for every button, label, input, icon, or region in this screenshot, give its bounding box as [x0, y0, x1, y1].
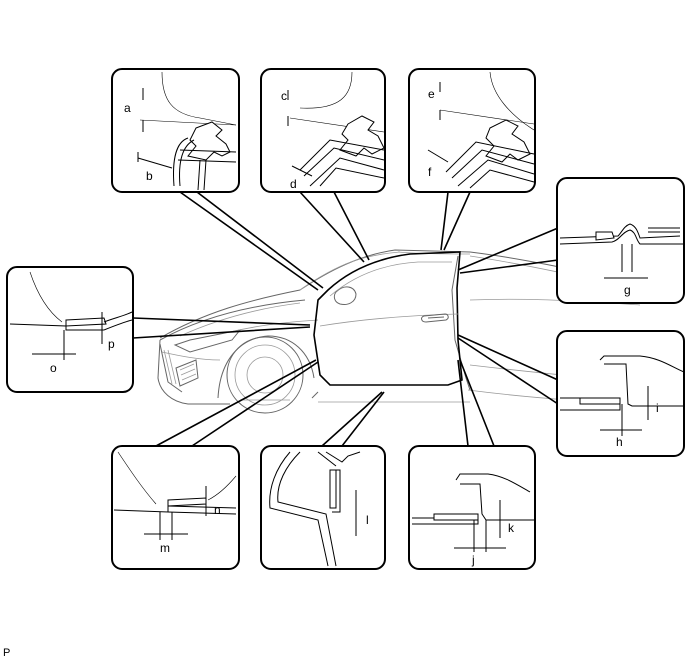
detail-panel-a-b: a b: [111, 68, 240, 193]
detail-panel-h-i: h i: [556, 330, 685, 457]
callout-lines: [132, 191, 559, 447]
label-c: c: [281, 89, 287, 103]
detail-panel-l: l: [260, 445, 386, 570]
label-n: n: [214, 503, 221, 517]
label-o: o: [50, 361, 57, 375]
detail-panel-j-k: j k: [408, 445, 536, 570]
detail-panel-e-f: e f: [408, 68, 536, 193]
label-k: k: [508, 521, 515, 535]
label-g: g: [624, 283, 631, 297]
label-a: a: [124, 101, 131, 115]
detail-panel-c-d: c d: [260, 68, 386, 193]
detail-panel-m-n: m n: [111, 445, 240, 570]
detail-panel-g: g: [556, 177, 685, 304]
figure-code: P: [3, 647, 10, 659]
label-d: d: [290, 177, 297, 191]
label-l: l: [366, 513, 369, 527]
label-m: m: [160, 541, 170, 555]
label-h: h: [616, 435, 623, 449]
label-p: p: [108, 337, 115, 351]
label-j: j: [471, 553, 475, 567]
label-i: i: [656, 401, 659, 415]
label-e: e: [428, 87, 435, 101]
label-b: b: [146, 169, 153, 183]
label-f: f: [428, 165, 432, 179]
detail-panel-o-p: o p: [6, 266, 134, 393]
